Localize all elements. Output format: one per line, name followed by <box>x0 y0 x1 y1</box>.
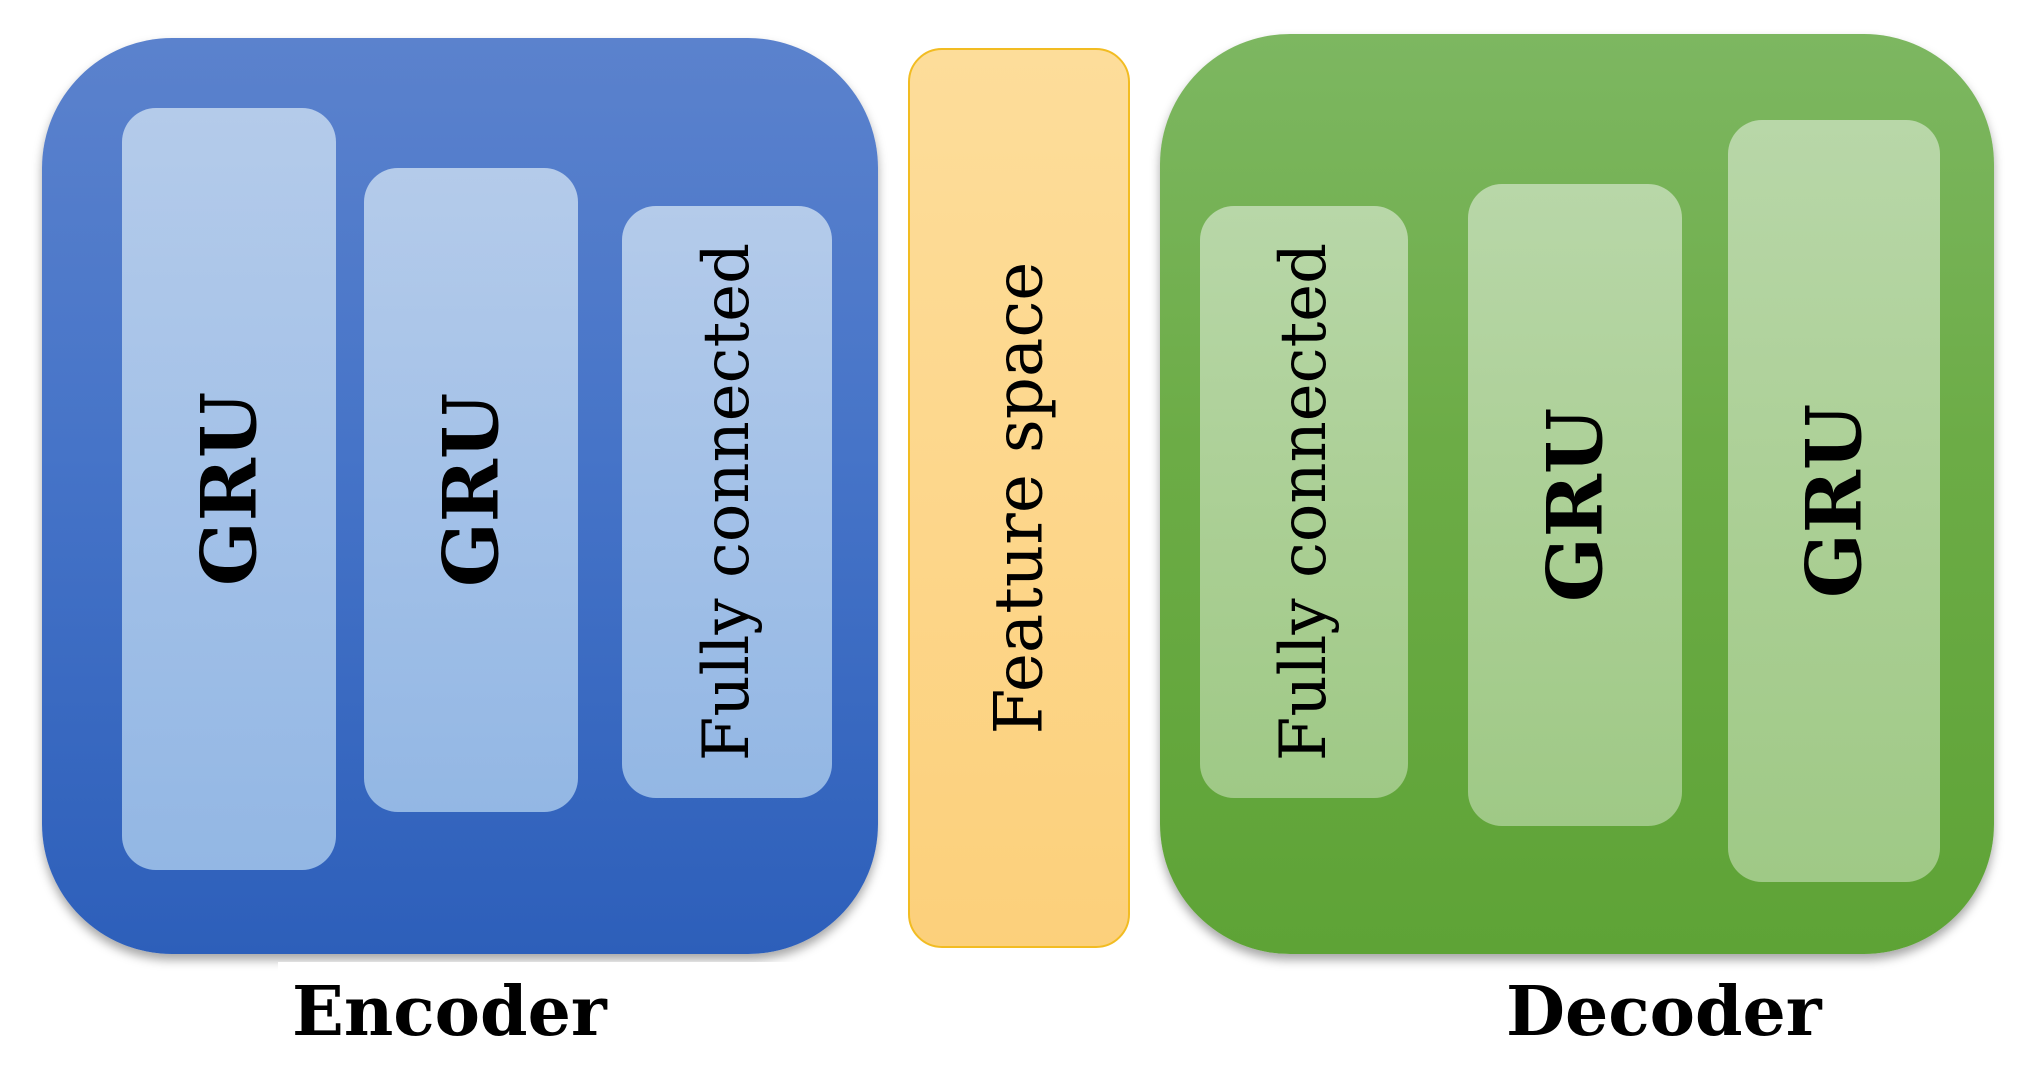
encoder-fully-connected-block: Fully connected <box>622 206 832 798</box>
encoder-caption: Encoder <box>292 972 607 1052</box>
feature-space-block: Feature space <box>908 48 1130 948</box>
decoder-gru-block-2: GRU <box>1728 120 1940 882</box>
encoder-gru-label-1: GRU <box>184 391 274 587</box>
feature-space-label: Feature space <box>980 261 1058 735</box>
decoder-fully-connected-block: Fully connected <box>1200 206 1408 798</box>
decoder-gru-block-1: GRU <box>1468 184 1682 826</box>
encoder-gru-block-2: GRU <box>364 168 578 812</box>
decoder-gru-label-2: GRU <box>1789 403 1879 599</box>
encoder-fully-connected-label: Fully connected <box>690 242 764 762</box>
encoder-caption-background <box>278 962 888 1083</box>
decoder-caption: Decoder <box>1506 972 1822 1052</box>
decoder-gru-label-1: GRU <box>1530 407 1620 603</box>
encoder-gru-block-1: GRU <box>122 108 336 870</box>
decoder-fully-connected-label: Fully connected <box>1267 242 1341 762</box>
encoder-gru-label-2: GRU <box>426 392 516 588</box>
